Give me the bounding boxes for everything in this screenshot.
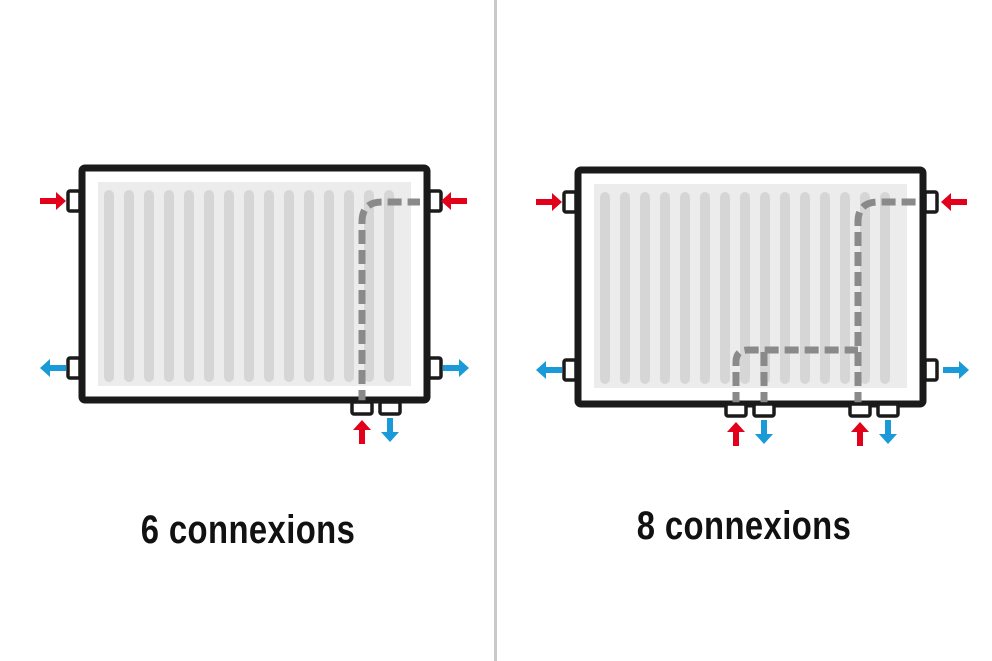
outlet-arrow-icon — [536, 361, 969, 444]
caption-6-connexions: 6 connexions — [140, 508, 356, 552]
dashed-pipe-icon — [358, 198, 420, 404]
bottom-connectors — [724, 402, 900, 418]
radiator-8-connexions-diagram — [536, 166, 969, 446]
inlet-arrow-icon — [40, 192, 467, 444]
radiator-6-connexions-diagram — [40, 164, 469, 444]
panel-8-connexions: 8 connexions — [496, 0, 992, 661]
dashed-pipe-icon — [854, 198, 920, 406]
dashed-pipe-icon — [732, 346, 858, 406]
caption-8-connexions: 8 connexions — [636, 504, 852, 548]
panel-6-connexions: 6 connexions — [40, 164, 469, 552]
outlet-arrow-icon — [40, 359, 469, 442]
radiator-fins — [104, 190, 394, 382]
side-connectors — [66, 189, 443, 380]
bottom-connectors — [350, 400, 402, 416]
inlet-arrow-icon — [536, 193, 967, 446]
side-connectors — [562, 190, 939, 382]
radiator-fins — [600, 192, 890, 384]
panel-divider — [494, 0, 497, 661]
